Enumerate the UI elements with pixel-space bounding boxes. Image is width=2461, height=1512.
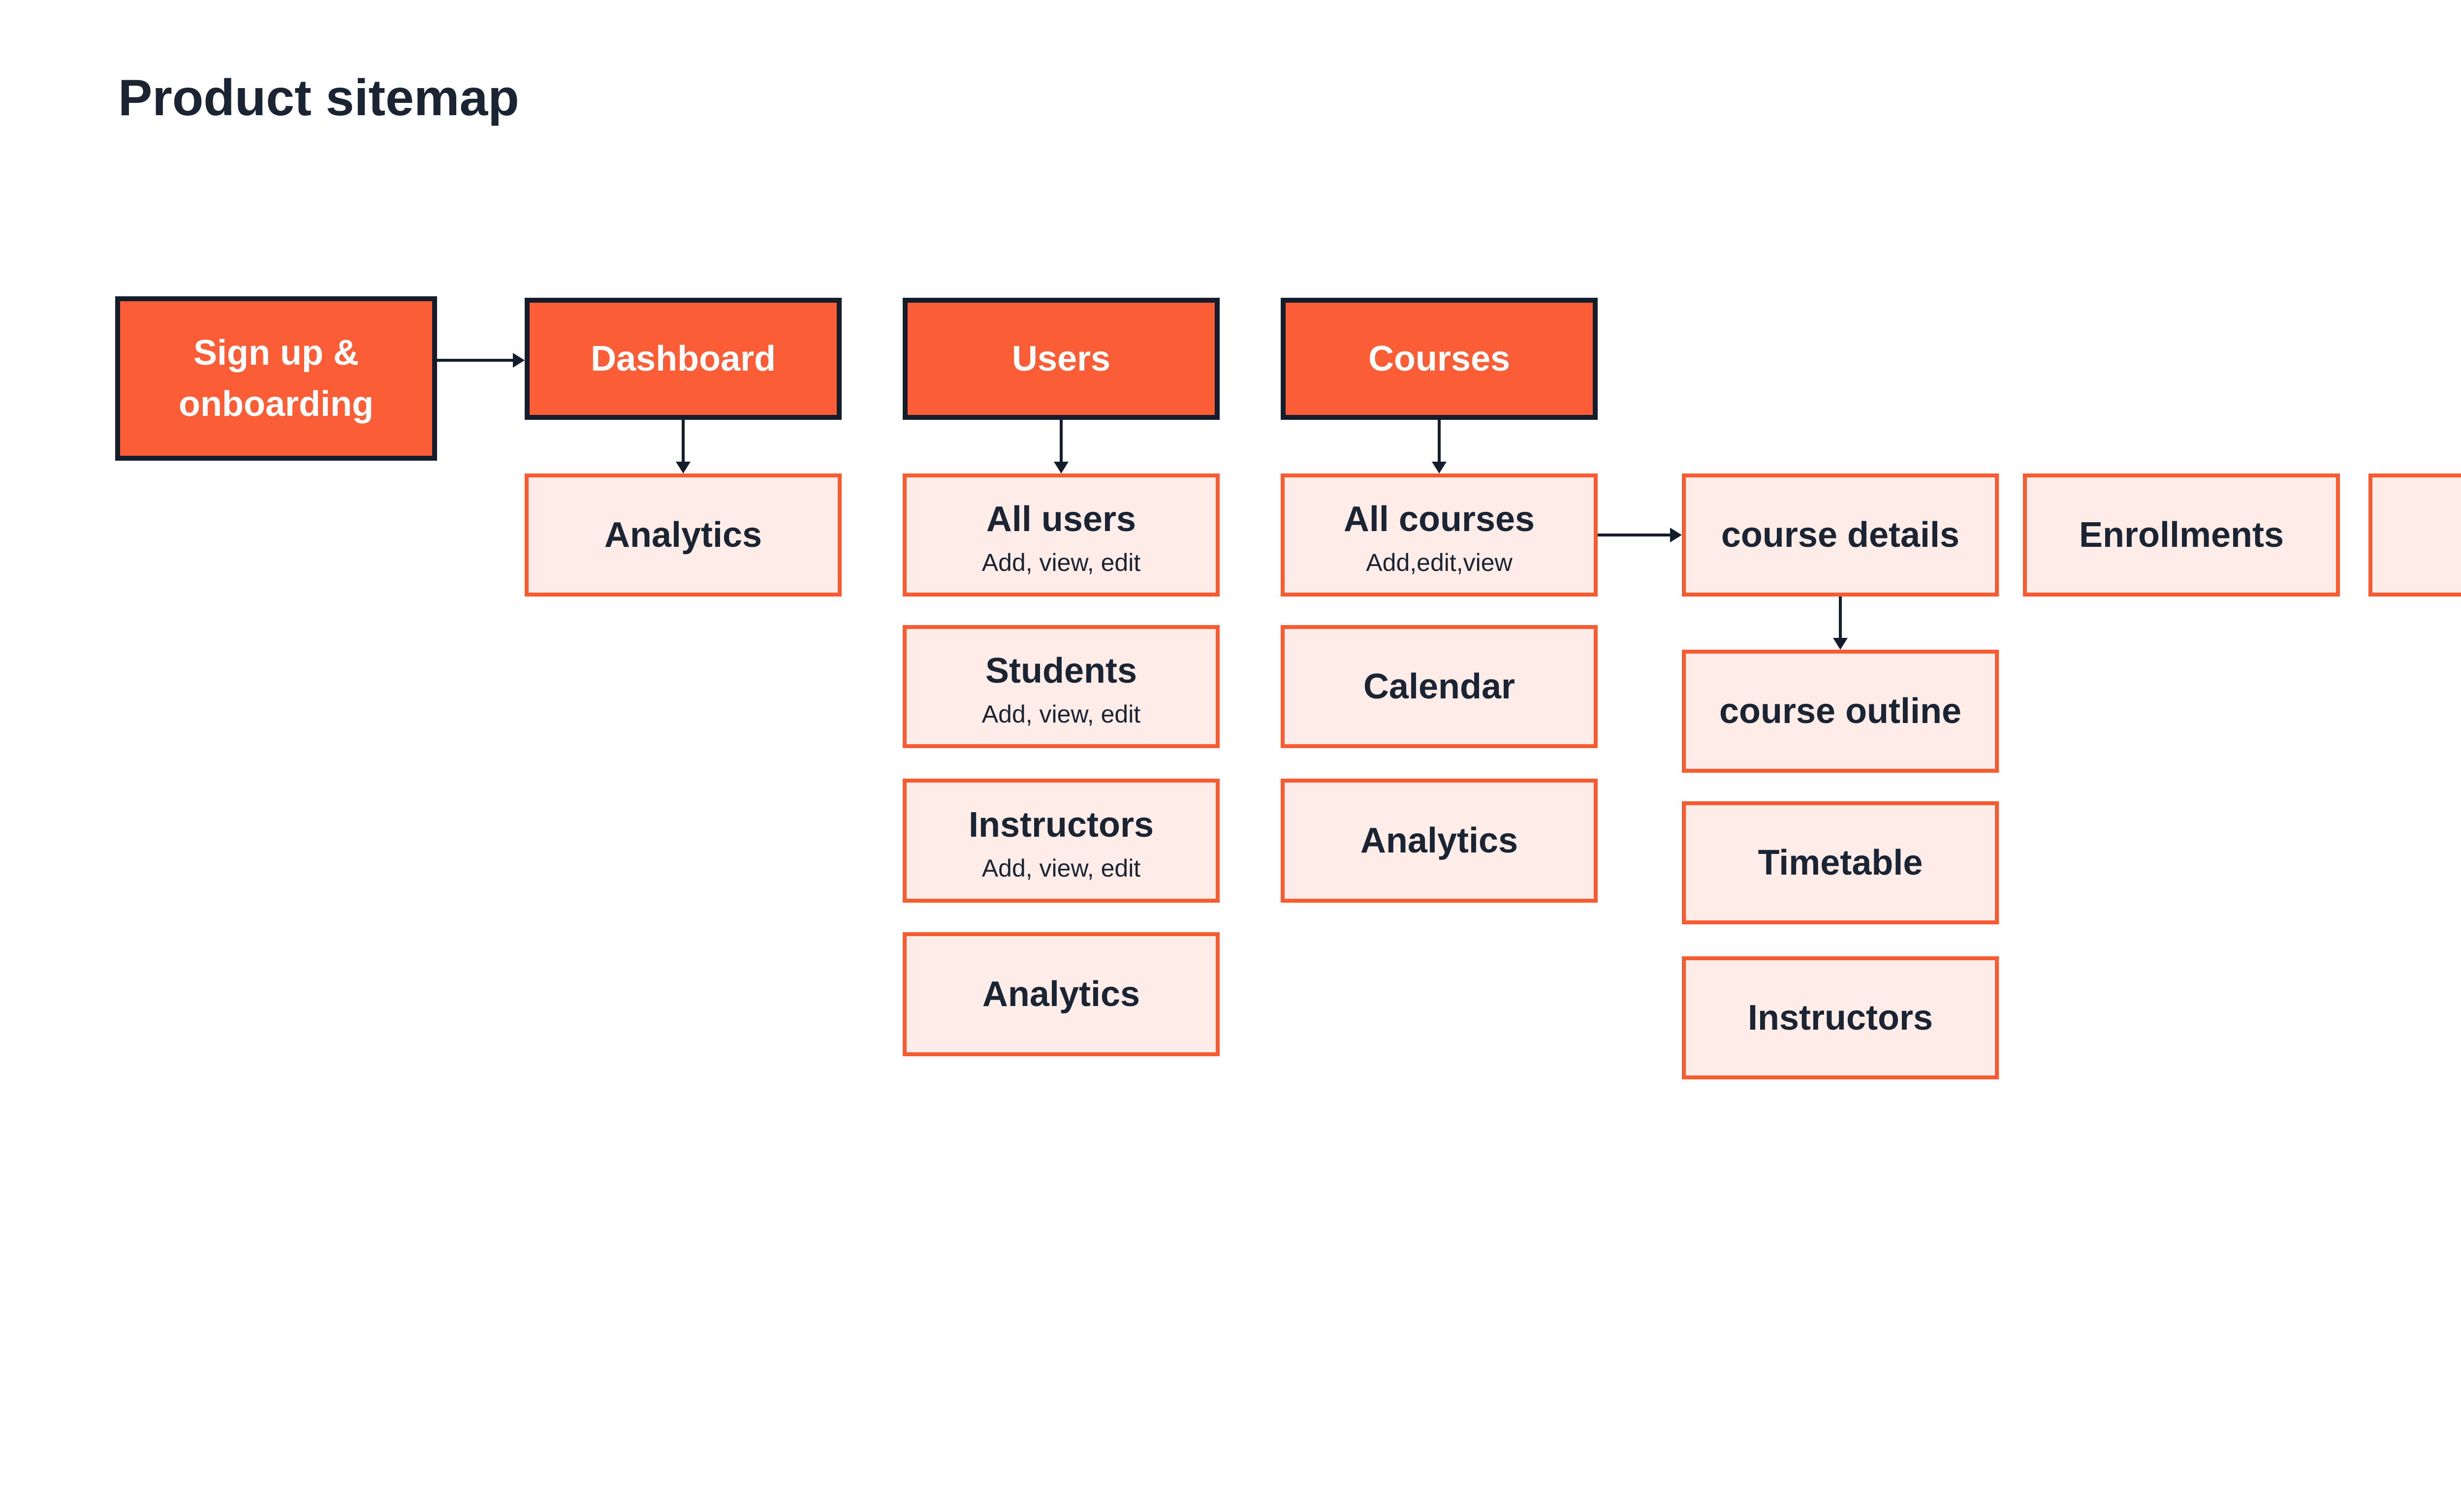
node-sublabel: Add, view, edit bbox=[981, 548, 1141, 576]
node-course-details[interactable]: course details bbox=[1682, 473, 1999, 597]
page-title: Product sitemap bbox=[118, 69, 519, 126]
node-sublabel: Add,edit,view bbox=[1366, 548, 1513, 576]
node-label: course outline bbox=[1719, 691, 1962, 731]
node-label: course details bbox=[1721, 515, 1960, 555]
node-label: Calendar bbox=[1363, 666, 1515, 706]
node-label: Analytics bbox=[604, 515, 762, 555]
connector-line bbox=[1839, 597, 1842, 639]
node-label: Analytics bbox=[1360, 820, 1518, 860]
node-dashboard[interactable]: Dashboard bbox=[525, 298, 842, 420]
node-label: Courses bbox=[1368, 339, 1511, 378]
node-label: Enrollments bbox=[2079, 515, 2284, 555]
node-timetable[interactable]: Timetable bbox=[1682, 801, 1999, 924]
node-label: All users bbox=[986, 500, 1136, 539]
node-label: Sign up & onboarding bbox=[179, 333, 374, 424]
connector-line bbox=[682, 420, 685, 463]
arrowhead-right-icon bbox=[513, 353, 525, 368]
connector-line bbox=[437, 359, 515, 362]
node-calendar[interactable]: Calendar bbox=[1281, 625, 1598, 748]
node-students[interactable]: Students Add, view, edit bbox=[903, 625, 1220, 748]
node-label: Reports bbox=[2450, 509, 2461, 561]
node-instructors[interactable]: Instructors Add, view, edit bbox=[903, 779, 1220, 903]
node-courses[interactable]: Courses bbox=[1281, 298, 1598, 420]
node-signup-onboarding[interactable]: Sign up & onboarding bbox=[115, 296, 437, 461]
node-label: Instructors bbox=[968, 805, 1154, 845]
node-instructors-detail[interactable]: Instructors bbox=[1682, 956, 1999, 1079]
node-sublabel: Add, view, edit bbox=[981, 854, 1141, 882]
node-label: Timetable bbox=[1758, 843, 1923, 882]
node-sublabel: Add, view, edit bbox=[981, 700, 1141, 728]
arrowhead-down-icon bbox=[676, 462, 691, 473]
node-all-users[interactable]: All users Add, view, edit bbox=[903, 473, 1220, 597]
node-users-analytics[interactable]: Analytics bbox=[903, 932, 1220, 1056]
node-label: Analytics bbox=[982, 974, 1140, 1014]
connector-line bbox=[1060, 420, 1063, 463]
node-reports[interactable]: Reports bbox=[2368, 473, 2461, 597]
node-label: Dashboard bbox=[590, 339, 776, 378]
node-label: Instructors bbox=[1747, 998, 1933, 1038]
node-courses-analytics[interactable]: Analytics bbox=[1281, 779, 1598, 903]
node-course-outline[interactable]: course outline bbox=[1682, 650, 1999, 773]
node-label: Students bbox=[985, 651, 1137, 691]
connector-line bbox=[1598, 534, 1670, 536]
arrowhead-down-icon bbox=[1432, 462, 1447, 473]
node-users[interactable]: Users bbox=[903, 298, 1220, 420]
connector-line bbox=[1438, 420, 1441, 463]
node-all-courses[interactable]: All courses Add,edit,view bbox=[1281, 473, 1598, 597]
arrowhead-right-icon bbox=[1670, 528, 1682, 542]
arrowhead-down-icon bbox=[1054, 462, 1069, 473]
node-label: All courses bbox=[1343, 500, 1535, 539]
arrowhead-down-icon bbox=[1833, 638, 1848, 650]
node-dashboard-analytics[interactable]: Analytics bbox=[525, 473, 842, 597]
node-enrollments[interactable]: Enrollments bbox=[2023, 473, 2340, 597]
node-label: Users bbox=[1011, 339, 1111, 378]
